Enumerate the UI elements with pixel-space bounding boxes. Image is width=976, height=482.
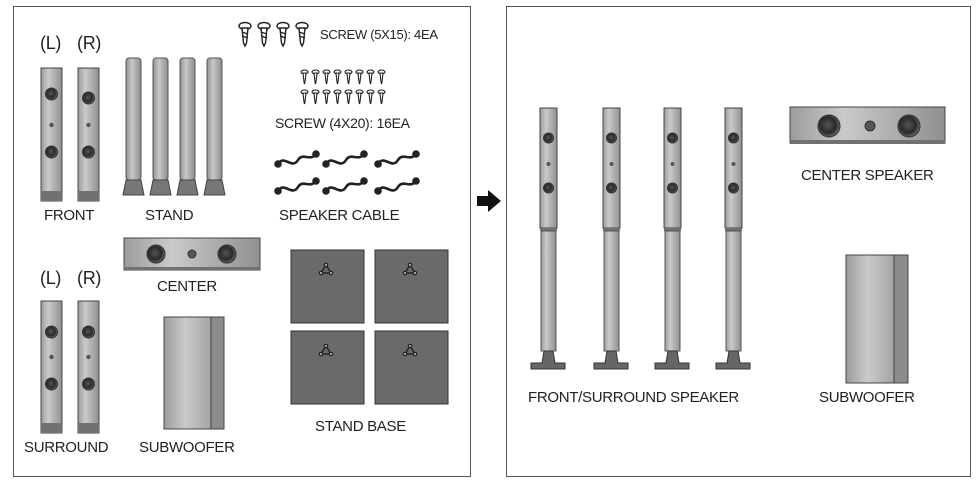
label-center-speaker: CENTER SPEAKER [801, 167, 934, 184]
assembled-illustration [530, 106, 946, 384]
label-stand: STAND [145, 207, 194, 224]
components-panel: (L) (R) FRONT STAND SCREW (5X15): 4EA SC… [13, 6, 471, 477]
front-speaker-left [40, 67, 63, 202]
label-stand-base: STAND BASE [315, 418, 406, 435]
subwoofer-assembled [845, 254, 909, 384]
label-subwoofer: SUBWOOFER [139, 439, 235, 456]
arrow-right-icon [477, 190, 501, 212]
center-speaker [123, 237, 261, 271]
stand-base-plates [290, 249, 449, 405]
label-surround-r: (R) [77, 268, 102, 288]
label-center: CENTER [157, 278, 217, 295]
stand-base-holes [318, 262, 418, 357]
label-front: FRONT [44, 207, 95, 224]
front-surround-speaker-2 [593, 107, 629, 370]
label-front-l: (L) [40, 33, 62, 53]
label-speaker-cable: SPEAKER CABLE [279, 207, 400, 224]
surround-speaker-right [77, 300, 100, 434]
components-illustration [40, 21, 449, 434]
label-front-surround-speaker: FRONT/SURROUND SPEAKER [528, 389, 739, 406]
front-surround-speaker-1 [530, 107, 566, 370]
label-front-r: (R) [77, 33, 102, 53]
stand-pipes [122, 57, 226, 196]
screw-5x15-icons [238, 21, 309, 48]
screw-4x20-icons [300, 69, 386, 105]
center-speaker-assembled [789, 106, 946, 144]
label-screw-4x20: SCREW (4X20): 16EA [275, 115, 410, 131]
label-surround: SURROUND [24, 439, 109, 456]
assembled-panel: CENTER SPEAKER FRONT/SURROUND SPEAKER SU… [506, 6, 971, 477]
label-subwoofer-assembled: SUBWOOFER [819, 389, 915, 406]
label-screw-5x15: SCREW (5X15): 4EA [320, 27, 438, 42]
label-surround-l: (L) [40, 268, 62, 288]
front-surround-speaker-3 [654, 107, 690, 370]
speaker-cable-icons [274, 150, 420, 195]
front-speaker-right [77, 67, 100, 202]
subwoofer [163, 316, 225, 430]
surround-speaker-left [40, 300, 63, 434]
front-surround-speaker-4 [715, 107, 751, 370]
